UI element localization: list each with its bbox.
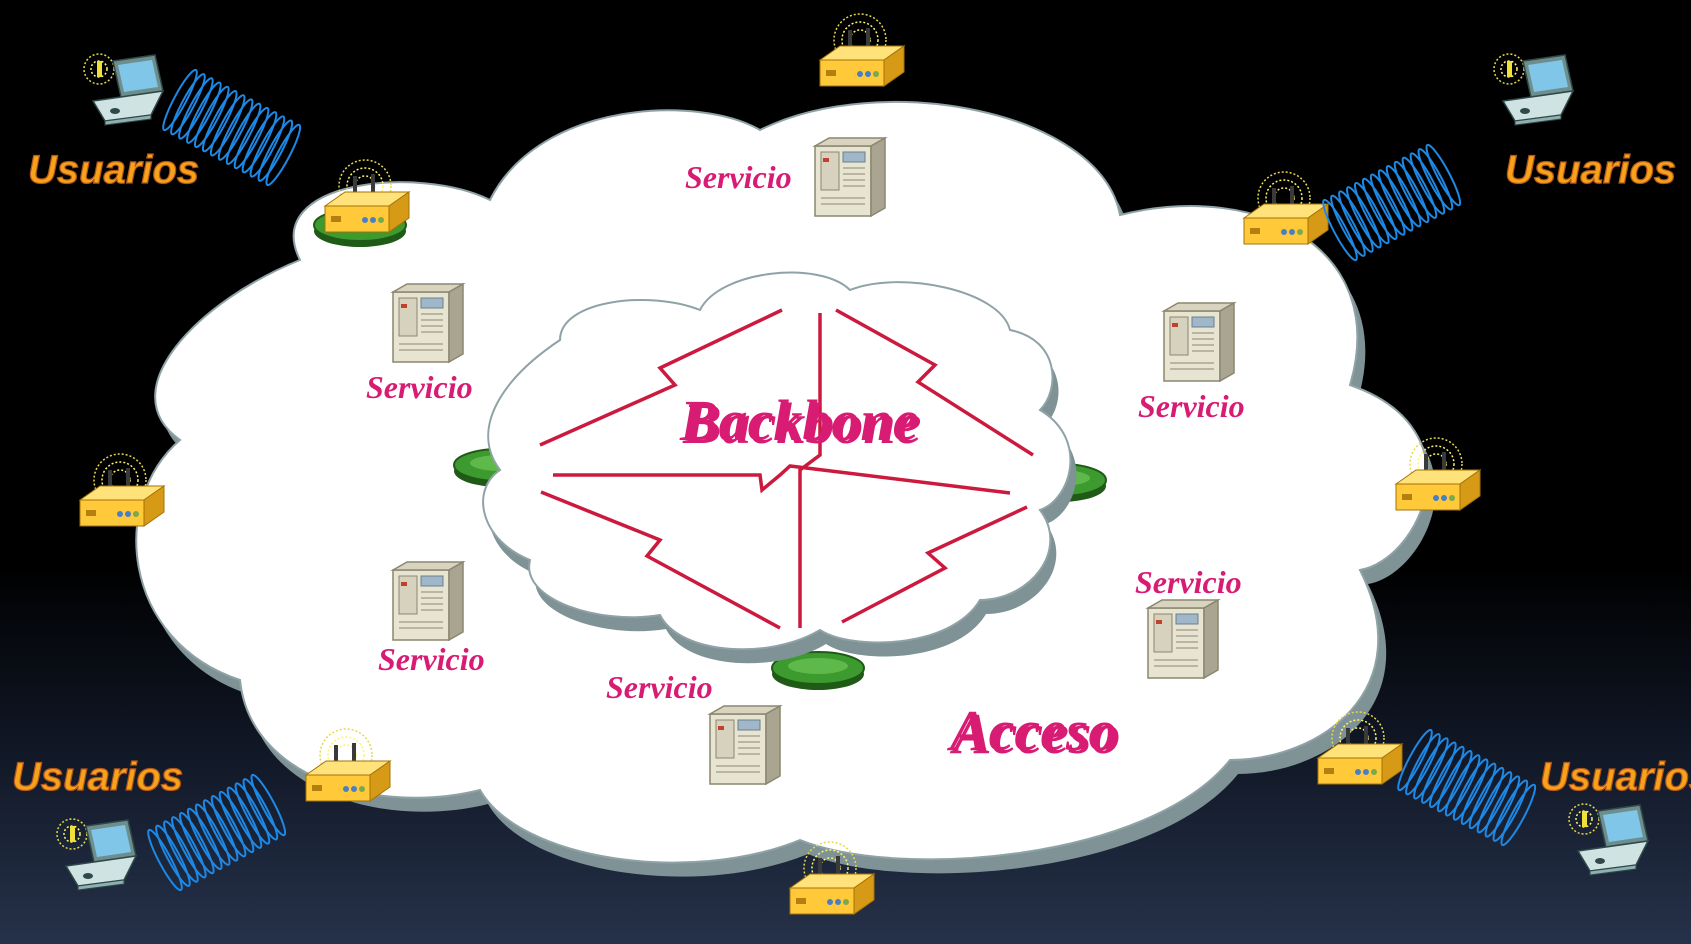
server-icon [709,705,781,785]
backbone-link [841,505,1028,624]
usuarios-label: Usuarios [1505,148,1676,192]
acceso-label-shadow: Acceso [950,701,1121,766]
backbone-cloud [482,271,1077,664]
backbone-link [540,490,781,630]
backbone-link [798,313,822,628]
usuarios-label: Usuarios [28,148,199,192]
servicio-label: Servicio [378,641,485,677]
acceso-label: Acceso [947,698,1118,763]
laptop-icon [1493,53,1574,126]
servicio-label: Servicio [606,669,713,705]
server-icon [1163,302,1235,382]
usuarios-label: Usuarios [12,755,183,799]
wireless-access-point-icon [79,453,165,527]
servicio-label: Servicio [685,159,792,195]
wireless-access-point-icon [819,13,905,87]
laptop-icon [56,818,137,891]
backbone-label-shadow: Backbone [682,391,921,456]
server-icon [392,283,464,363]
laptop-icon [1568,803,1649,876]
backbone-link [553,464,1011,495]
wireless-coil-icon [1392,726,1541,849]
servicio-label: Servicio [1135,564,1242,600]
backbone-link [835,308,1034,457]
server-icon [814,137,886,217]
wireless-coil-icon [1317,141,1466,264]
servicio-label: Servicio [366,369,473,405]
backbone-links [539,308,1034,630]
wireless-access-point-icon [1243,171,1329,245]
backbone-label: Backbone [679,388,918,453]
server-icon [1147,599,1219,679]
backbone-cloud-body [482,271,1072,651]
laptop-icon [83,53,164,126]
servicio-label: Servicio [1138,388,1245,424]
backbone-link [539,308,783,447]
server-icon [392,561,464,641]
usuarios-label: Usuarios [1540,755,1691,799]
